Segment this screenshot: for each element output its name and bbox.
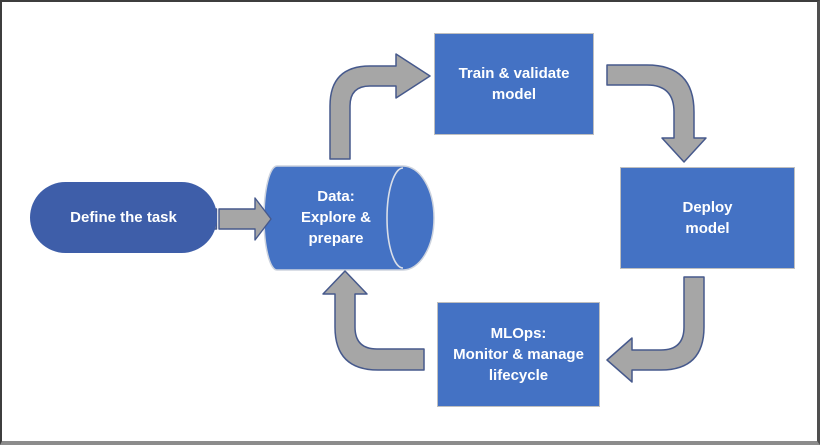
node-mlops-line2: Monitor & manage [453,346,584,363]
node-train-line2: model [491,86,537,103]
node-deploy-line1: Deploy [682,199,733,216]
arrow-train-to-deploy [606,64,707,163]
node-data-line2: Explore & [300,209,372,226]
node-data-line1: Data: [317,188,355,205]
node-mlops: MLOps: Monitor & manage lifecycle [437,302,600,407]
node-deploy-line2: model [685,220,730,237]
node-train-line1: Train & validate [458,65,570,82]
cylinder-shape [263,165,435,271]
node-define-task-label: Define the task [70,209,177,226]
node-deploy: Deploy model [620,167,795,269]
node-data: Data: Explore & prepare [265,165,407,270]
arrow-deploy-to-mlops [606,276,705,383]
node-mlops-line1: MLOps: [490,325,547,342]
cylinder-cap-arc [386,167,404,269]
arrow-data-to-train [329,53,431,160]
node-mlops-line3: lifecycle [488,367,549,384]
node-train-validate: Train & validate model [434,33,594,135]
arrow-mlops-to-data [322,270,425,371]
node-data-line3: prepare [308,230,364,247]
node-define-task: Define the task [30,182,217,253]
striped-arrow-body [218,197,272,241]
